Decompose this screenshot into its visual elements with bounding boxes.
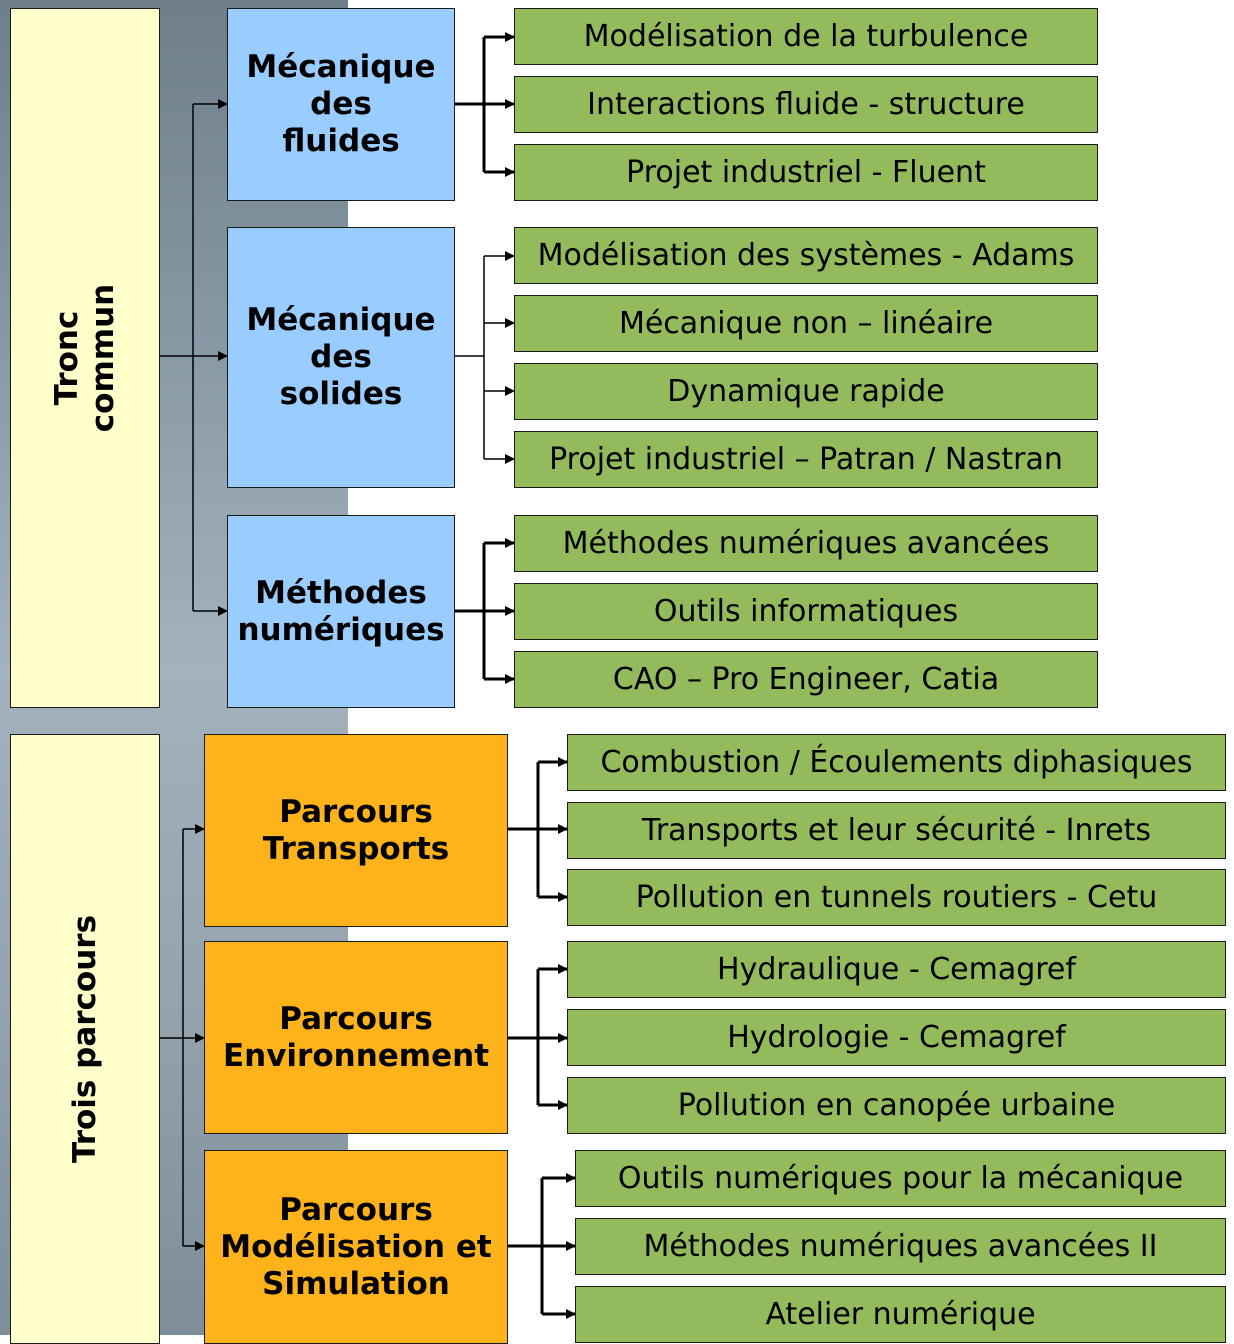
course-item: Combustion / Écoulements diphasiques	[567, 734, 1226, 791]
module-title: Parcours Transports	[262, 793, 450, 867]
course-item: Interactions fluide - structure	[514, 76, 1098, 133]
course-item: Méthodes numériques avancées II	[575, 1218, 1226, 1275]
course-item: Pollution en tunnels routiers - Cetu	[567, 869, 1226, 926]
course-item: Projet industriel – Patran / Nastran	[514, 431, 1098, 488]
module-title: Méthodes numériques	[237, 574, 445, 648]
course-item: Transports et leur sécurité - Inrets	[567, 802, 1226, 859]
course-item: Dynamique rapide	[514, 363, 1098, 420]
module-title: Parcours Environnement	[222, 1000, 490, 1074]
module-methodes-numeriques: Méthodes numériques	[227, 515, 455, 708]
group-trois-parcours: Trois parcours	[10, 734, 160, 1344]
module-mecanique-fluides: Mécanique des fluides	[227, 8, 455, 201]
module-parcours-modelisation: Parcours Modélisation et Simulation	[204, 1150, 508, 1344]
course-item: Hydraulique - Cemagref	[567, 941, 1226, 998]
module-title: Mécanique des fluides	[246, 49, 436, 159]
course-item: Modélisation de la turbulence	[514, 8, 1098, 65]
course-item: Mécanique non – linéaire	[514, 295, 1098, 352]
course-item: Hydrologie - Cemagref	[567, 1009, 1226, 1066]
course-item: Modélisation des systèmes - Adams	[514, 227, 1098, 284]
course-item: Outils informatiques	[514, 583, 1098, 640]
course-item: Atelier numérique	[575, 1286, 1226, 1343]
course-item: CAO – Pro Engineer, Catia	[514, 651, 1098, 708]
group-label-trois-parcours: Trois parcours	[67, 914, 104, 1164]
course-item: Outils numériques pour la mécanique	[575, 1150, 1226, 1207]
course-item: Pollution en canopée urbaine	[567, 1077, 1226, 1134]
module-title: Parcours Modélisation et Simulation	[220, 1191, 492, 1302]
module-parcours-environnement: Parcours Environnement	[204, 941, 508, 1134]
module-mecanique-solides: Mécanique des solides	[227, 227, 455, 488]
course-item: Méthodes numériques avancées	[514, 515, 1098, 572]
module-title: Mécanique des solides	[246, 302, 436, 412]
group-tronc-commun: Tronc commun	[10, 8, 160, 708]
course-item: Projet industriel - Fluent	[514, 144, 1098, 201]
group-label-tronc-commun: Tronc commun	[49, 283, 122, 433]
module-parcours-transports: Parcours Transports	[204, 734, 508, 927]
